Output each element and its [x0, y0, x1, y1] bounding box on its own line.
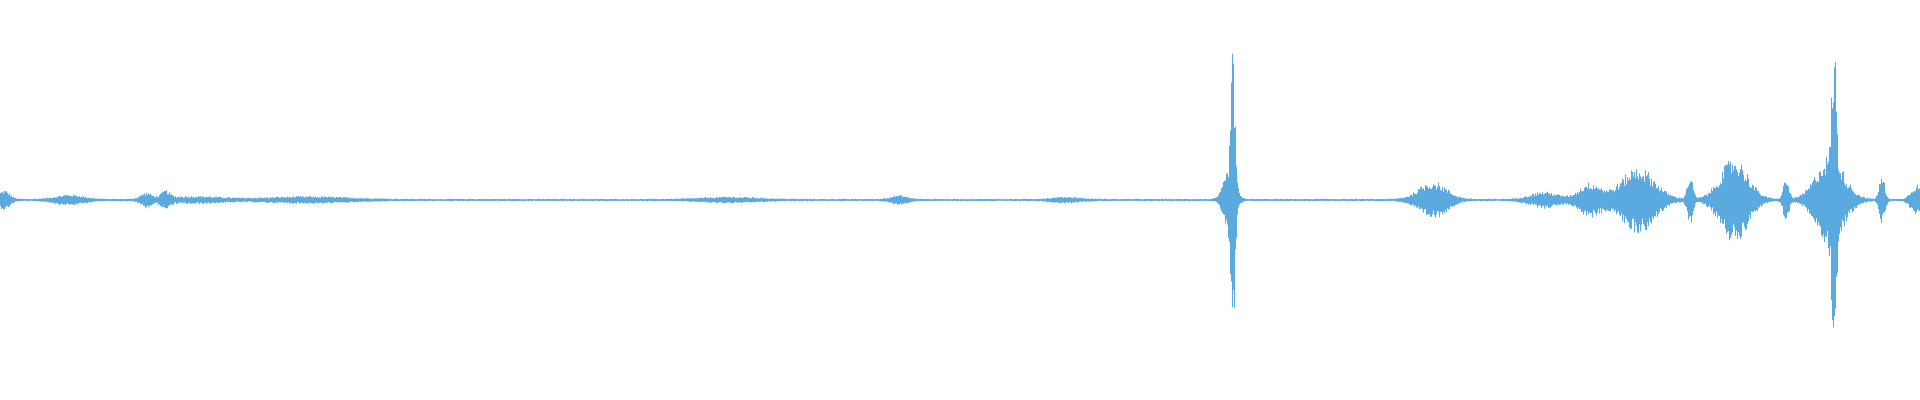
waveform-trace [0, 53, 1920, 328]
